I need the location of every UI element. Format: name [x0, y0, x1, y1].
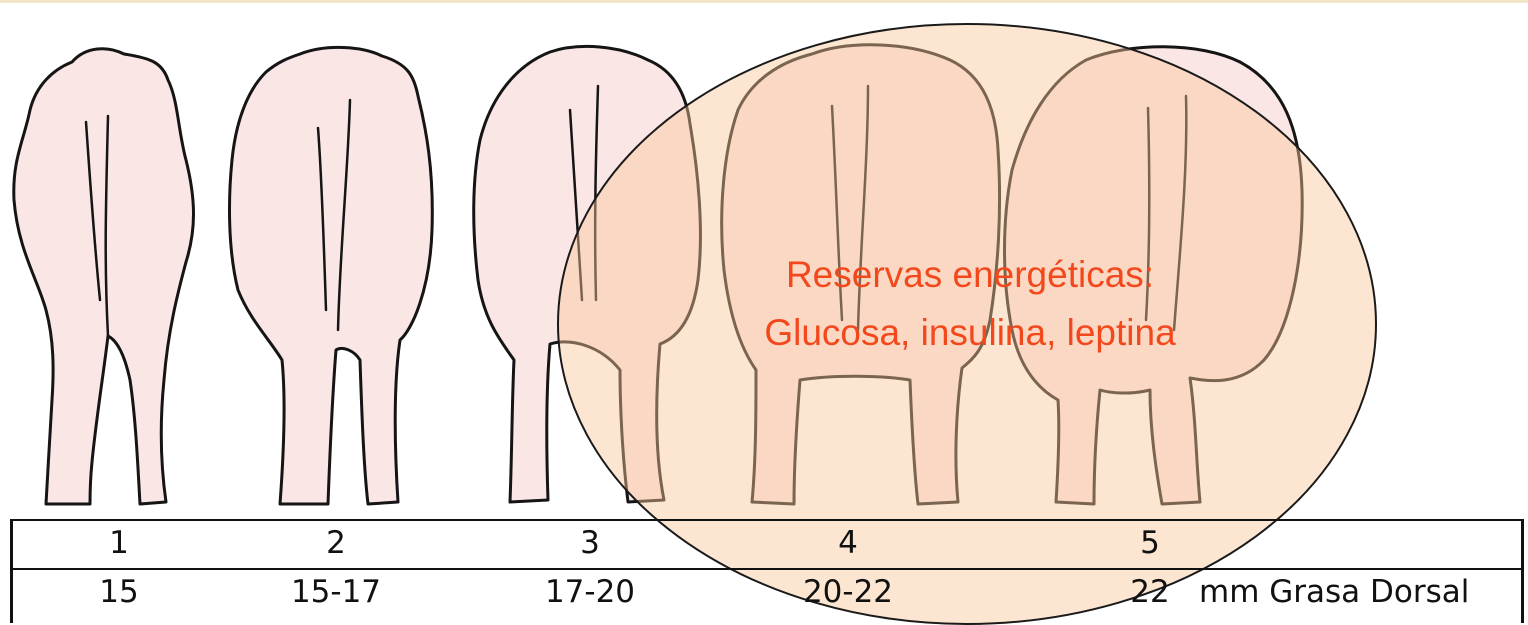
backfat-row: 15 15-17 17-20 20-22 22 mm Grasa Dorsal — [13, 570, 1521, 617]
pig-silhouette-1 — [14, 49, 194, 504]
overlay-subtitle: Glucosa, insulina, leptina — [690, 311, 1250, 355]
backfat-cell: 15-17 — [291, 574, 381, 610]
score-row: 1 2 3 4 5 — [13, 521, 1521, 570]
backfat-cell: 17-20 — [545, 574, 635, 610]
score-cell: 1 — [109, 525, 129, 561]
score-cell: 4 — [838, 525, 858, 561]
score-cell: 5 — [1140, 525, 1160, 561]
backfat-unit-label: mm Grasa Dorsal — [1199, 574, 1469, 610]
backfat-cell: 20-22 — [803, 574, 893, 610]
backfat-cell: 22 — [1130, 574, 1169, 610]
body-condition-table: 1 2 3 4 5 15 15-17 17-20 20-22 22 mm Gra… — [10, 519, 1524, 623]
overlay-title: Reservas energéticas: — [690, 253, 1250, 297]
score-cell: 3 — [580, 525, 600, 561]
backfat-cell: 15 — [99, 574, 138, 610]
score-cell: 2 — [326, 525, 346, 561]
pig-silhouette-2 — [230, 47, 433, 504]
